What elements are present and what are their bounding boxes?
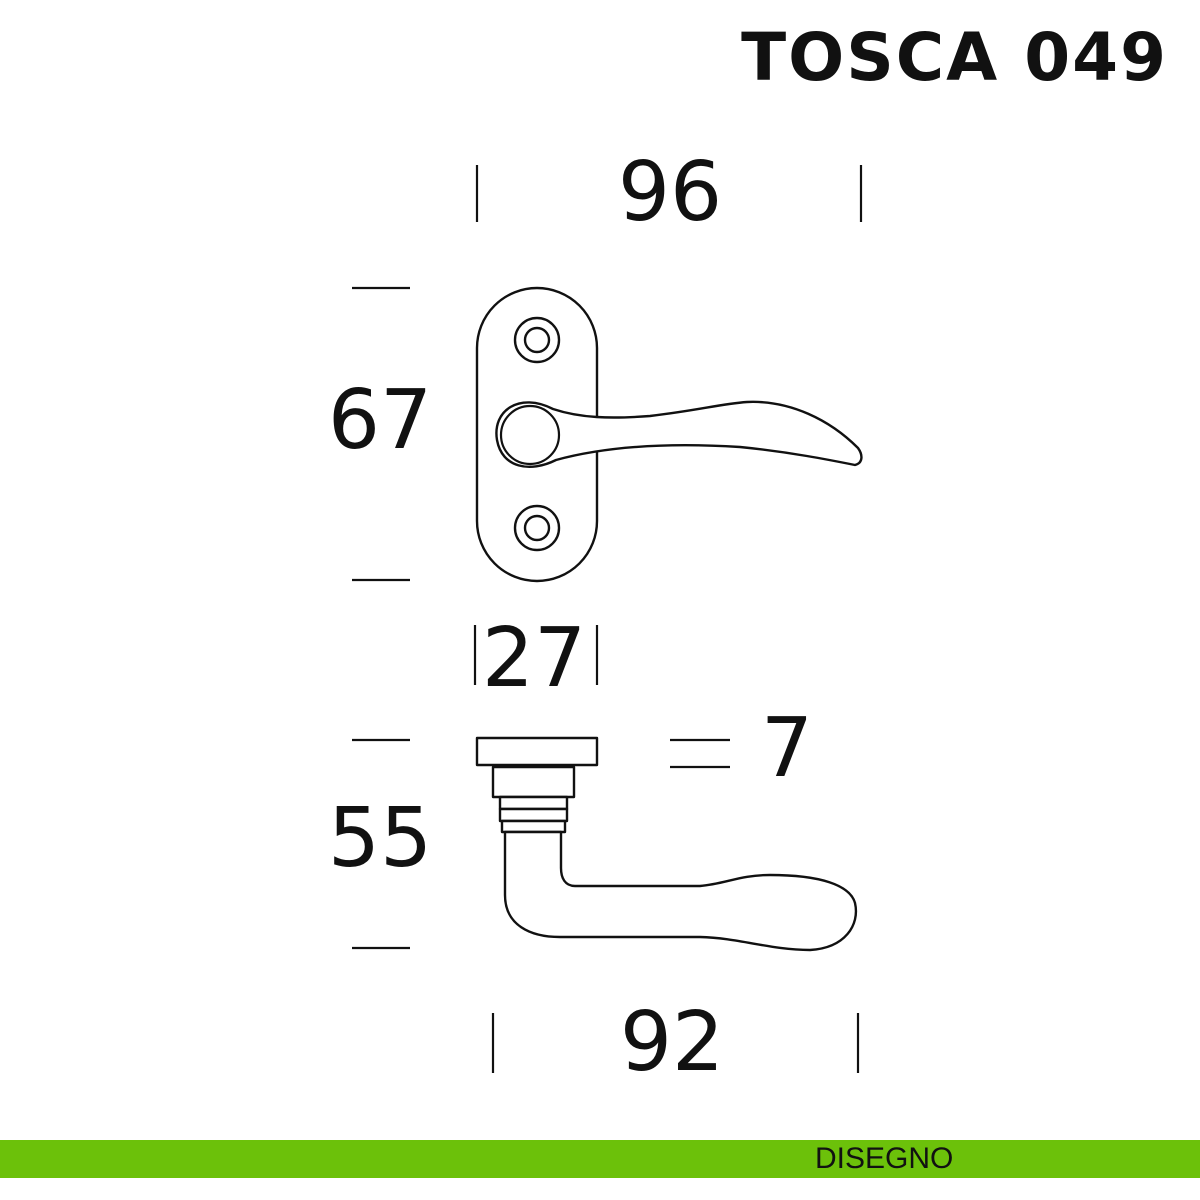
dimension-label: 96 [618,145,722,240]
dimension-width-top: 96 [475,145,863,240]
dimension-label: 27 [482,611,586,706]
dimension-label: 67 [328,373,432,468]
dimension-label: 55 [328,791,432,886]
dimension-height-side: 55 [328,738,432,950]
dimension-plate-thickness: 7 [670,701,813,796]
dimension-height-top: 67 [328,286,432,582]
dimension-label: 92 [620,995,724,1090]
lever-side [503,830,858,952]
product-title: TOSCA 049 [741,19,1168,96]
handle-front-view [475,286,863,583]
lever-top [495,400,863,468]
footer-label: DISEGNO [815,1142,954,1175]
dimension-label: 7 [761,701,813,796]
footer-bar [0,1140,1200,1178]
dimension-plate-width: 27 [473,611,599,706]
rose-plate [475,736,599,767]
neck [491,765,576,799]
dimension-width-side: 92 [491,995,860,1090]
handle-side-view [475,736,858,952]
